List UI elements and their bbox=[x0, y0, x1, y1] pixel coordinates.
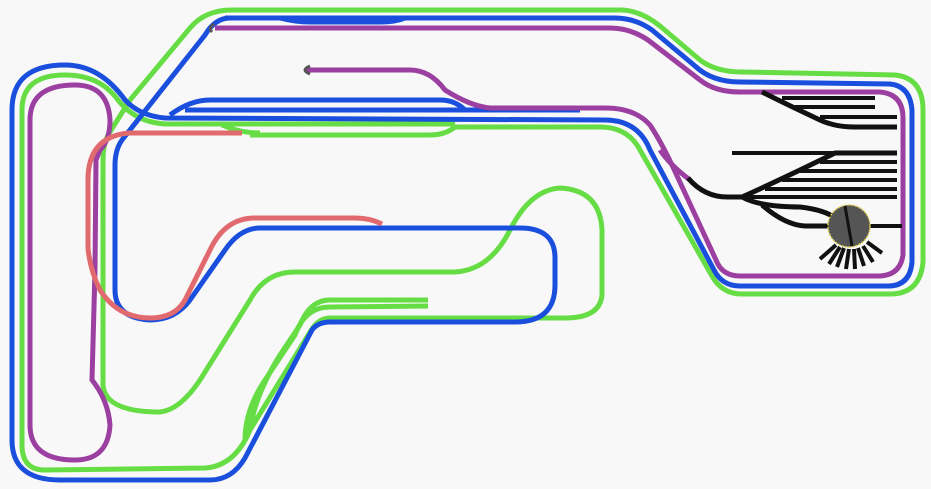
purple-main[interactable] bbox=[215, 25, 906, 279]
yard-track-to-turntable[interactable] bbox=[740, 194, 837, 221]
buffer-stop-icon bbox=[303, 64, 311, 76]
purple-line bbox=[27, 25, 906, 463]
green-siding-2[interactable] bbox=[242, 303, 429, 441]
blue-top-passing[interactable] bbox=[279, 15, 406, 25]
green-line bbox=[19, 7, 926, 473]
buffer-stop-icon bbox=[208, 22, 215, 34]
red-connector-top[interactable] bbox=[85, 130, 384, 321]
yard-track-to-turntable[interactable] bbox=[760, 203, 830, 229]
purple-branch[interactable] bbox=[657, 148, 692, 182]
turntable-icon[interactable] bbox=[818, 204, 884, 270]
freight-yard bbox=[686, 89, 902, 229]
red-line bbox=[85, 130, 384, 321]
green-outer-loop[interactable] bbox=[128, 7, 926, 297]
green-inner-route[interactable] bbox=[19, 72, 605, 473]
yard-lead-top[interactable] bbox=[760, 89, 897, 130]
blue-yard-track-1[interactable] bbox=[168, 97, 467, 118]
purple-left-loop[interactable] bbox=[27, 82, 113, 463]
